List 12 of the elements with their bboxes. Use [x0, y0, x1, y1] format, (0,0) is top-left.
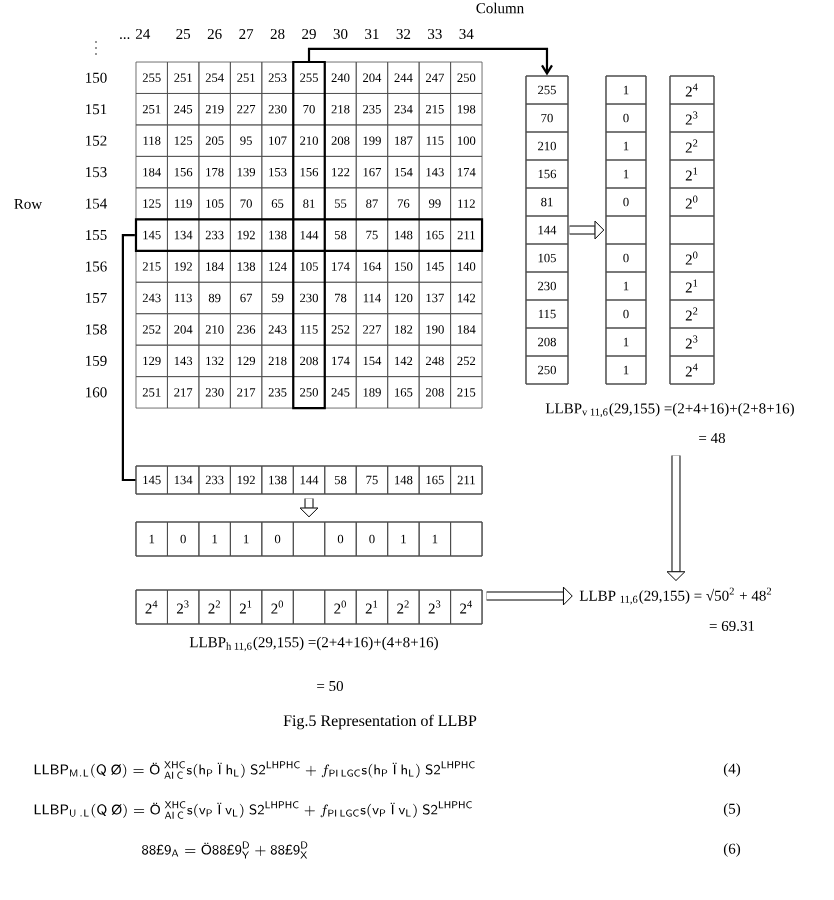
hollow-arrow: [666, 455, 686, 582]
hollow-arrow: [569, 220, 605, 240]
highlight-box: [292, 60, 326, 410]
connector-line: [121, 233, 136, 482]
caption: Fig.5 Representation of LLBP: [283, 714, 477, 730]
formula: $\mathsf{LLBP}_{\mathsf{U\,.L}}(\mathsf{Q}\ \mbox{Ø}) = \mbox{Ö}\ {}^{\mathsf{XHC}}_{\mathsf{AI\,C}}\mathsf{s}(\mathsf{v}_{\mathsf{P}}\ \mbox{Ï}\ \mathsf{v}_{\mathsf{L}})\ \mathsf{S2}^{\mathsf{LHPHC}} + f_{\mathsf{PI\,LGC}}\mathsf{s}(\mathsf{v}_{\mathsf{P}}\ \mbox{Ï}\ \mathsf{v}_{\mathsf{L}})\ \mathsf{S2}^{\mathsf{LHPHC}}$: [34, 801, 472, 819]
formula: $\mathsf{88}\mbox{£}\mathsf{9}_{\mathsf{A}} = \mbox{Ö}\mathsf{88}\mbox{£}\mathsf{9}_{\mathsf{Y}}^{\mathsf{D}} + \mathsf{88}\mbox{£}\mathsf{9}_{\mathsf{X}}^{\mathsf{D}}$: [142, 841, 308, 859]
highlight-box: [134, 218, 484, 252]
formula: $\mathsf{LLBP}_{\mathsf{M.L}}(\mathsf{Q}\ \mbox{Ø}) = \mbox{Ö}\ {}^{\mathsf{XHC}}_{\mathsf{AI\,C}}\mathsf{s}(\mathsf{h}_{\mathsf{P}}\ \mbox{Ï}\ \mathsf{h}_{\mathsf{L}})\ \mathsf{S2}^{\mathsf{LHPHC}} + f_{\mathsf{PI\,LGC}}\mathsf{s}(\mathsf{h}_{\mathsf{P}}\ \mbox{Ï}\ \mathsf{h}_{\mathsf{L}})\ \mathsf{S2}^{\mathsf{LHPHC}}$: [34, 761, 475, 779]
arrow: [307, 47, 553, 76]
hollow-arrow: [299, 498, 319, 518]
hollow-arrow: [486, 586, 573, 606]
